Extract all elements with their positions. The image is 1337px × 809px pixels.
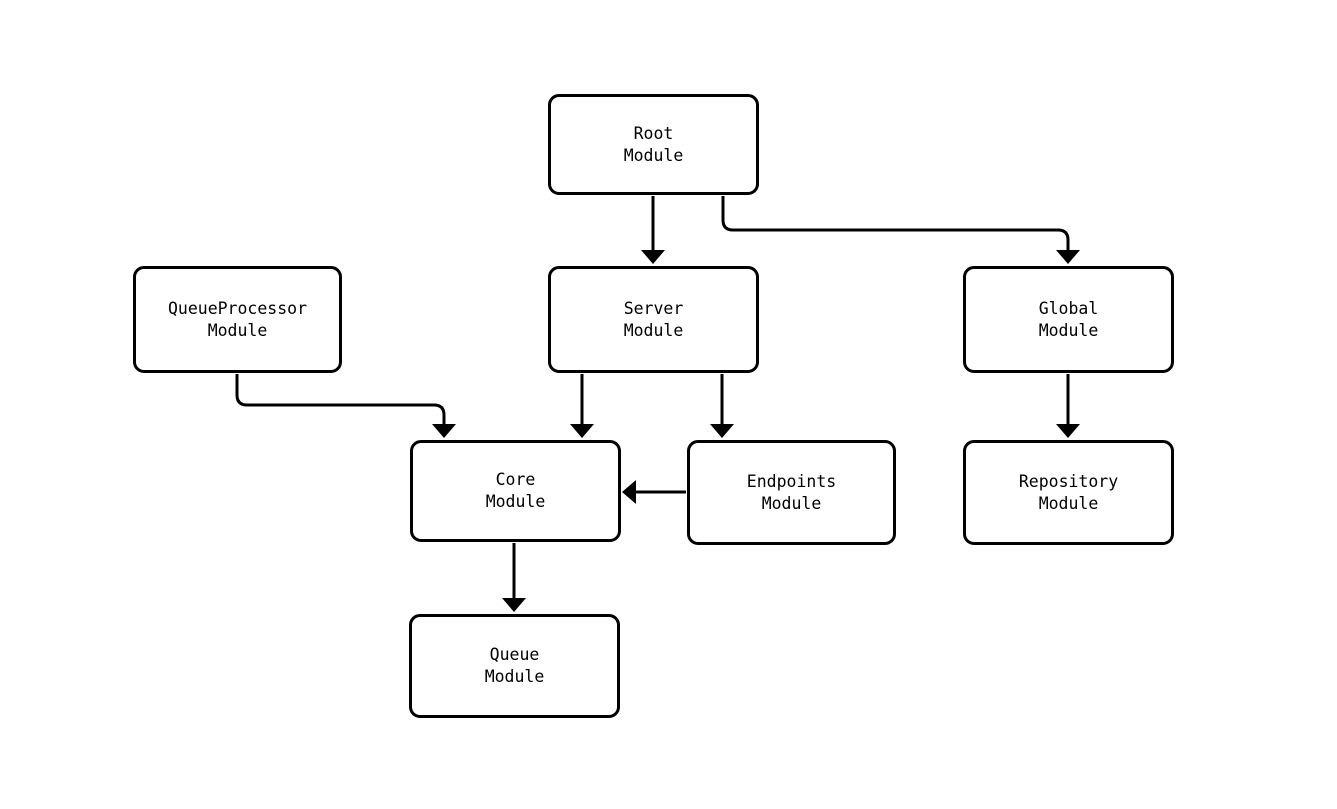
node-label-queue: Queue Module [484, 645, 545, 686]
arrowhead-global-repository [1056, 424, 1080, 438]
edges-group [235, 196, 1080, 612]
node-queue[interactable]: Queue Module [409, 614, 620, 718]
node-label-root: Root Module [623, 123, 684, 165]
node-root[interactable]: Root Module [548, 94, 759, 195]
arrowhead-core-queue [502, 598, 526, 612]
arrowhead-endpoints-core [622, 480, 636, 504]
node-label-core: Core Module [485, 470, 546, 511]
arrowhead-server-core [570, 424, 594, 438]
node-repository[interactable]: Repository Module [963, 440, 1174, 545]
edge-root-global [721, 196, 1070, 256]
node-queueprocessor[interactable]: QueueProcessor Module [133, 266, 342, 373]
arrowhead-root-server [641, 250, 665, 264]
arrowhead-queueprocessor-core [432, 424, 456, 438]
node-label-global: Global Module [1038, 298, 1099, 340]
node-label-repository: Repository Module [1018, 471, 1119, 513]
node-core[interactable]: Core Module [410, 440, 621, 542]
node-label-server: Server Module [623, 298, 684, 340]
arrowhead-root-global [1056, 250, 1080, 264]
node-label-endpoints: Endpoints Module [746, 471, 837, 513]
arrowhead-server-endpoints [710, 424, 734, 438]
node-endpoints[interactable]: Endpoints Module [687, 440, 896, 545]
edge-queueprocessor-core [235, 374, 446, 430]
node-server[interactable]: Server Module [548, 266, 759, 373]
node-label-queueprocessor: QueueProcessor Module [167, 298, 308, 340]
node-global[interactable]: Global Module [963, 266, 1174, 373]
